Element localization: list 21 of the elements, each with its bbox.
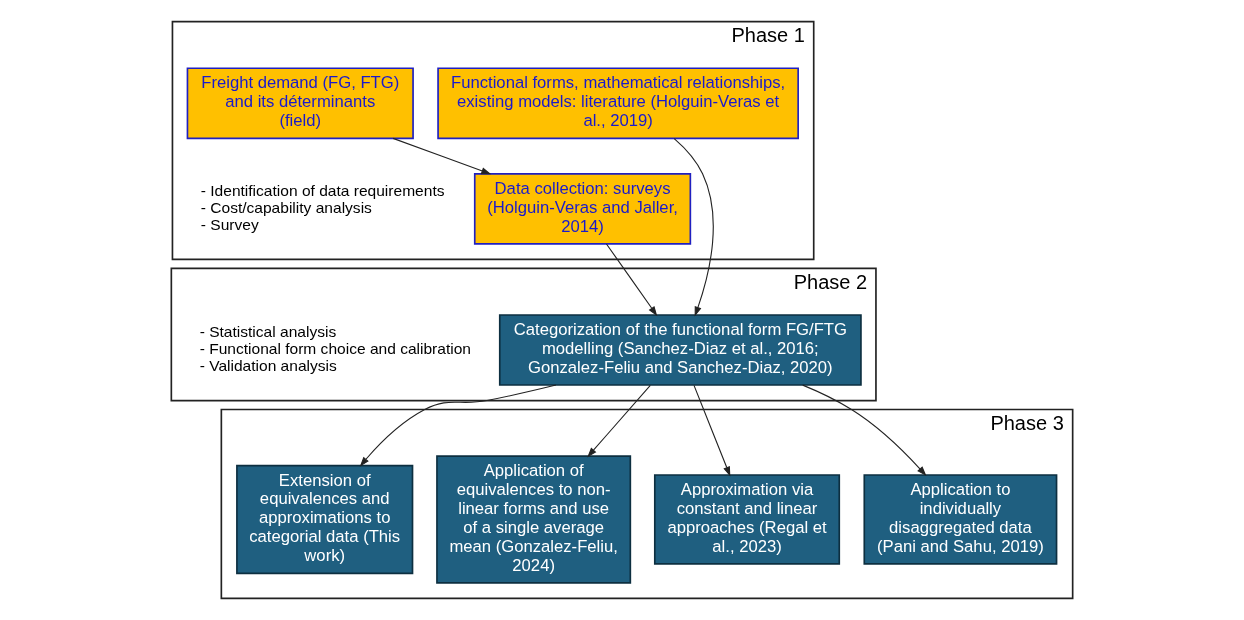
node-box: Categorization of the functional form FG/FTG modelling (Sanchez-Diaz et al., 2016; Gonzalez-Feliu and Sanchez-Diaz, 2020) <box>498 314 862 386</box>
arrow <box>802 384 927 477</box>
node-box: Application to individually disaggregated data (Pani and Sahu, 2019) <box>863 474 1058 565</box>
label: - Functional form choice and calibration <box>199 340 472 358</box>
node-box: Approximation via constant and linear approaches (Regal et al., 2023) <box>653 474 841 565</box>
arrow <box>392 137 492 175</box>
label: - Identification of data requirements <box>200 182 445 200</box>
node-box: Data collection: surveys (Holguin-Veras and Jaller, 2014) <box>473 173 692 245</box>
label: - Statistical analysis <box>199 323 337 341</box>
arrow <box>673 138 714 317</box>
label: - Validation analysis <box>199 356 337 374</box>
arrow <box>605 243 658 317</box>
arrow <box>359 384 557 467</box>
node-box: Application of equivalences to non-linear forms and use of a single average mean (Gonzalez-Feliu, 2024) <box>436 455 632 584</box>
label: - Cost/capability analysis <box>200 198 372 216</box>
node-box: Freight demand (FG, FTG) and its déterminants (field) <box>186 67 414 140</box>
arrow <box>587 384 651 458</box>
arrow <box>693 384 731 477</box>
label: - Survey <box>200 215 259 233</box>
node-box: Functional forms, mathematical relationships, existing models: literature (Holguin-Veras et al., 2019) <box>437 67 799 140</box>
node-box: Extension of equivalences and approximations to categorial data (This work) <box>236 464 414 575</box>
